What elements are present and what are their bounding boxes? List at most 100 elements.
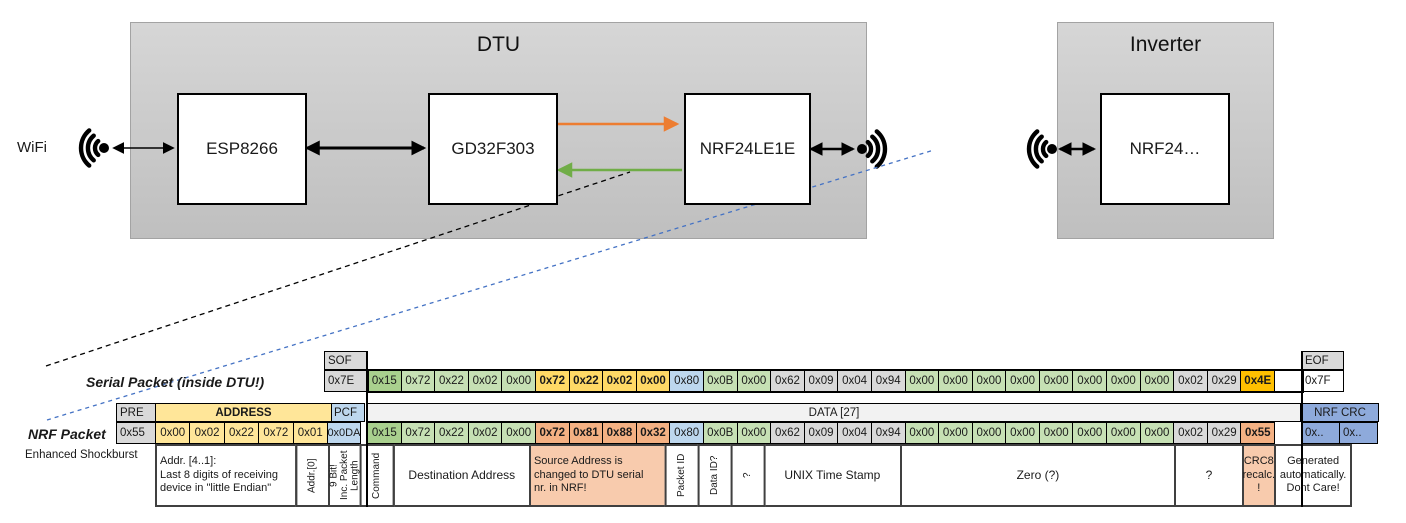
byte-cell: 0x72	[534, 422, 570, 444]
data-end-boundary	[1301, 351, 1303, 507]
eof-value-cell: 0x7F	[1301, 370, 1344, 392]
byte-cell: 0x0B	[702, 422, 738, 444]
byte-cell: 0x22	[434, 422, 469, 444]
annotation-unknown-1: ?	[730, 444, 766, 507]
byte-cell: 0x15	[367, 422, 402, 444]
nrf-value-row-left: 0x55 0x00 0x02 0x22 0x72 0x01 0x0DA	[116, 422, 361, 444]
byte-cell: 0x72	[534, 370, 570, 392]
esp8266-box: ESP8266	[177, 93, 307, 205]
byte-cell: 0x62	[770, 422, 805, 444]
byte-cell: 0x32	[635, 422, 671, 444]
annotation-row: Addr. [4..1]: Last 8 digits of receiving…	[155, 444, 1353, 507]
byte-cell: 0x00	[1005, 422, 1040, 444]
byte-cell: 0x00	[1038, 370, 1074, 392]
byte-cell: 0x00	[1072, 422, 1108, 444]
byte-cell: 0x00	[501, 370, 536, 392]
byte-cell: 0x00	[938, 370, 973, 392]
annotation-destination: Destination Address	[392, 444, 531, 507]
byte-cell: 0x81	[568, 422, 604, 444]
nrf24-inverter-box: NRF24…	[1100, 93, 1230, 205]
nrf-packet-callout-line	[46, 149, 935, 421]
crc-byte-cell: 0x..	[1339, 422, 1378, 444]
wifi-label: WiFi	[17, 139, 47, 156]
byte-cell: 0x29	[1206, 370, 1242, 392]
serial-packet-label: Serial Packet (inside DTU!)	[86, 374, 265, 390]
annotation-unix-timestamp: UNIX Time Stamp	[763, 444, 902, 507]
address-byte-cell: 0x00	[155, 422, 191, 444]
byte-cell: 0x15	[367, 370, 402, 392]
byte-cell: 0x00	[938, 422, 973, 444]
byte-cell: 0x00	[1139, 422, 1175, 444]
enhanced-shockburst-label: Enhanced Shockburst	[25, 449, 138, 461]
serial-sof-header: SOF	[324, 351, 367, 370]
annotation-pcf: 9 Bit! Inc. Packet Length	[327, 444, 362, 507]
inverter-title: Inverter	[1129, 33, 1202, 56]
crc-byte-cell: 0x..	[1301, 422, 1340, 444]
data-header-cell: DATA [27]	[367, 403, 1301, 422]
serial-packet-callout-line	[45, 171, 631, 367]
gd32f303-box: GD32F303	[428, 93, 558, 205]
annotation-unknown-2: ?	[1174, 444, 1244, 507]
byte-cell: 0x94	[870, 422, 906, 444]
byte-cell: 0x00	[1072, 370, 1108, 392]
crc-header-cell: NRF CRC	[1301, 403, 1379, 422]
byte-cell: 0x00	[635, 370, 671, 392]
byte-cell: 0x02	[1173, 422, 1208, 444]
nrf-data-header: DATA [27]	[367, 403, 1301, 422]
byte-cell: 0x0B	[702, 370, 738, 392]
byte-cell: 0x55	[1240, 422, 1276, 444]
serial-sof-value: 0x7E	[324, 370, 367, 392]
byte-cell: 0x00	[971, 422, 1007, 444]
serial-eof-value: 0x7F	[1301, 370, 1344, 392]
byte-cell: 0x02	[602, 370, 637, 392]
byte-cell: 0x09	[803, 370, 839, 392]
byte-cell: 0x88	[602, 422, 637, 444]
byte-cell: 0x00	[1106, 370, 1141, 392]
nrf-crc-values: 0x.. 0x..	[1301, 422, 1378, 444]
nrf24le1e-box: NRF24LE1E	[684, 93, 811, 205]
byte-cell: 0x94	[870, 370, 906, 392]
byte-cell: 0x00	[1038, 422, 1074, 444]
annotation-addr-0: Addr.[0]	[294, 444, 330, 507]
byte-cell: 0x72	[400, 370, 436, 392]
serial-eof-header: EOF	[1301, 351, 1344, 370]
byte-cell: 0x00	[971, 370, 1007, 392]
nrf-packet-label: NRF Packet	[28, 426, 106, 442]
pre-value-cell: 0x55	[116, 422, 156, 444]
address-byte-cell: 0x02	[189, 422, 225, 444]
annotation-generated: Generated automatically. Dont Care!	[1274, 444, 1353, 507]
pcf-value-cell: 0x0DA	[326, 422, 361, 444]
antenna-icon-inverter	[1026, 129, 1057, 169]
sof-header-cell: SOF	[324, 351, 367, 370]
byte-cell: 0x04	[837, 422, 872, 444]
byte-cell: 0x00	[736, 370, 772, 392]
byte-cell: 0x22	[568, 370, 604, 392]
annotation-packet-id: Packet ID	[665, 444, 700, 507]
byte-cell: 0x02	[467, 370, 503, 392]
byte-cell: 0x72	[400, 422, 436, 444]
annotation-data-id: Data ID?	[697, 444, 733, 507]
address-byte-cell: 0x22	[223, 422, 260, 444]
antenna-icon-dtu-right	[857, 129, 888, 169]
byte-cell: 0x62	[770, 370, 805, 392]
byte-cell: 0x00	[904, 422, 940, 444]
byte-cell: 0x02	[467, 422, 503, 444]
byte-cell: 0x09	[803, 422, 839, 444]
byte-cell: 0x00	[904, 370, 940, 392]
address-byte-cell: 0x01	[292, 422, 328, 444]
nrf-crc-header: NRF CRC	[1301, 403, 1379, 422]
byte-cell: 0x29	[1206, 422, 1242, 444]
byte-cell: 0x00	[1106, 422, 1141, 444]
byte-cell: 0x4E	[1240, 370, 1276, 392]
byte-cell: 0x02	[1173, 370, 1208, 392]
byte-cell: 0x00	[736, 422, 772, 444]
dtu-title: DTU	[476, 33, 521, 56]
eof-header-cell: EOF	[1301, 351, 1344, 370]
byte-cell: 0x04	[837, 370, 872, 392]
nrf-header-row-left: PRE ADDRESS PCF	[116, 403, 365, 422]
byte-cell: 0x00	[1139, 370, 1175, 392]
byte-cell: 0x00	[1005, 370, 1040, 392]
